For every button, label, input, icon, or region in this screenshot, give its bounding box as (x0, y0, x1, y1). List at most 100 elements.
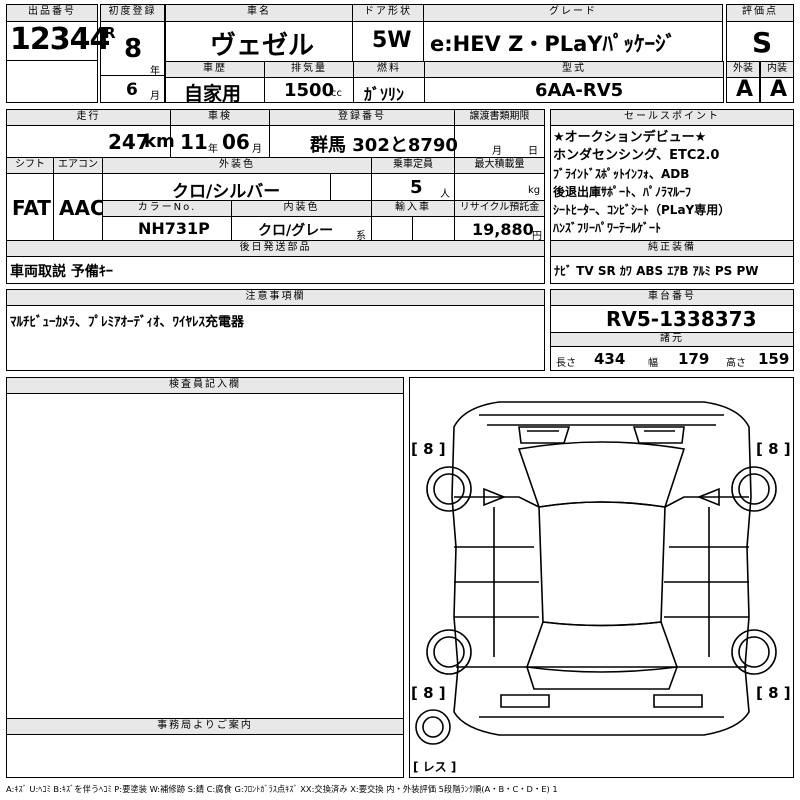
notes-label: 注意事項欄 (6, 289, 545, 306)
reg-month: 6 (126, 80, 138, 100)
exterior-color-label: 外装色 (102, 157, 372, 174)
insp-year-unit: 年 (208, 144, 218, 155)
lot-sub-cell (6, 60, 98, 103)
plate-label: 登録番号 (269, 109, 455, 126)
sales-points-label: セールスポイント (550, 109, 794, 126)
mileage: 247 (108, 130, 150, 154)
max-load-unit: kg (528, 185, 541, 196)
interior-color-label: 内装色 (231, 200, 372, 217)
color-no-label: カラーNo. (102, 200, 232, 217)
inspector-label: 検査員記入欄 (6, 377, 404, 394)
shift-label: シフト (6, 157, 54, 174)
ext-label: 外装 (726, 61, 760, 78)
displacement: 1500 (284, 80, 335, 101)
width: 179 (678, 350, 710, 368)
legend: A:ｷｽﾞ U:ﾍｺﾐ B:ｷｽﾞを伴うﾍｺﾐ P:要塗装 W:補修跡 S:錆 … (6, 784, 558, 794)
height-label: 高さ (726, 358, 746, 369)
sales-point-line: ｼｰﾄﾋｰﾀｰ、ｺﾝﾋﾞｼｰﾄ（PLaY専用） (553, 203, 731, 217)
exterior-color-divider (330, 173, 372, 201)
sales-point-line: 後退出庫ｻﾎﾟｰﾄ、ﾊﾟﾉﾗﾏﾙｰﾌ (553, 185, 692, 199)
capacity-label: 乗車定員 (371, 157, 455, 174)
score-label: 評価点 (726, 4, 794, 22)
height: 159 (758, 350, 790, 368)
insp-year: 11 (180, 130, 208, 154)
ac-label: エアコン (53, 157, 103, 174)
sales-point-line: ﾌﾞﾗｲﾝﾄﾞｽﾎﾟｯﾄｲﾝﾌｫ、ADB (553, 167, 690, 181)
chassis-number: RV5-1338373 (606, 307, 757, 331)
spare-tire: [ レス ] (413, 760, 457, 774)
transfer-month-unit: 月 (492, 146, 502, 157)
equipment: ﾅﾋﾞ TV SR ｶﾜ ABS ｴｱB ｱﾙﾐ PS PW (554, 264, 759, 278)
ext-cell (726, 77, 760, 103)
specs-label: 諸元 (550, 332, 794, 347)
history-label: 車歴 (165, 61, 265, 78)
fuel: ｶﾞｿﾘﾝ (364, 85, 405, 104)
sales-point-line: ★オークションデビュー★ (553, 130, 707, 145)
displacement-unit: cc (331, 88, 342, 99)
capacity: 5 (410, 177, 423, 198)
first-reg-label: 初度登録 (100, 4, 165, 22)
capacity-unit: 人 (440, 189, 450, 200)
transfer-label: 譲渡書類期限 (454, 109, 545, 126)
score: S (752, 26, 773, 59)
sales-points-list: ★オークションデビュー★ ホンダセンシング、ETC2.0 ﾌﾞﾗｲﾝﾄﾞｽﾎﾟｯ… (553, 129, 730, 237)
tire-rear-right: [ 8 ] (756, 684, 791, 702)
chassis-label: 車台番号 (550, 289, 794, 306)
lot-number: 12344 (10, 22, 110, 57)
import-divider (412, 216, 455, 241)
office-label: 事務局よりご案内 (6, 718, 404, 735)
office-cell (6, 734, 404, 778)
era: R (104, 24, 116, 42)
insp-month-unit: 月 (252, 144, 262, 155)
later-parts-label: 後日発送部品 (6, 240, 545, 257)
door: 5W (372, 28, 412, 53)
grade-label: グレード (423, 4, 723, 22)
car-name: ヴェゼル (210, 31, 315, 61)
sales-point-line: ホンダセンシング、ETC2.0 (553, 148, 720, 163)
recycle-unit: 円 (532, 231, 542, 242)
length-label: 長さ (556, 358, 576, 369)
later-parts: 車両取説 予備ｷｰ (10, 264, 113, 280)
month-cell (100, 75, 165, 103)
import-label: 輸入車 (371, 200, 455, 217)
model: 6AA-RV5 (535, 80, 624, 101)
lot-label: 出品番号 (6, 4, 98, 22)
recycle: 19,880 (472, 220, 534, 239)
grade: e:HEV Z・PLaYﾊﾟｯｹｰｼﾞ (430, 32, 677, 56)
ext-score: A (736, 77, 754, 102)
recycle-label: リサイクル預託金 (454, 200, 545, 217)
insp-month: 06 (222, 130, 250, 154)
length: 434 (594, 350, 626, 368)
year-unit: 年 (150, 66, 160, 77)
door-label: ドア形状 (352, 4, 424, 22)
interior-color: クロ/グレー (258, 223, 334, 239)
mileage-label: 走行 (6, 109, 171, 126)
inspector-cell (6, 393, 404, 719)
history: 自家用 (184, 83, 242, 105)
later-parts-cell (6, 256, 545, 284)
transfer-day-unit: 日 (528, 146, 538, 157)
reg-year: 8 (124, 34, 143, 64)
shift: FAT (12, 196, 51, 220)
width-label: 幅 (648, 358, 658, 369)
int-score: A (770, 77, 788, 102)
int-label: 内装 (760, 61, 794, 78)
specs-cell (550, 346, 794, 371)
color-no: NH731P (138, 219, 210, 238)
exterior-color: クロ/シルバー (172, 182, 281, 202)
sales-point-line: ﾊﾝｽﾞﾌﾘｰﾊﾟﾜｰﾃｰﾙｹﾞｰﾄ (553, 221, 662, 235)
tire-rear-left: [ 8 ] (411, 684, 446, 702)
ac: AAC (59, 196, 105, 220)
max-load-label: 最大積載量 (454, 157, 545, 174)
displacement-label: 排気量 (264, 61, 354, 78)
month-unit: 月 (150, 91, 160, 102)
model-label: 型式 (424, 61, 724, 78)
vehicle-diagram (415, 401, 777, 745)
interior-color-unit: 系 (356, 231, 366, 242)
int-cell (760, 77, 794, 103)
vehicle-diagram-frame (409, 377, 794, 778)
notes-cell (6, 305, 545, 371)
equipment-label: 純正装備 (550, 240, 794, 257)
mileage-unit: km (144, 131, 175, 152)
equipment-cell (550, 256, 794, 284)
